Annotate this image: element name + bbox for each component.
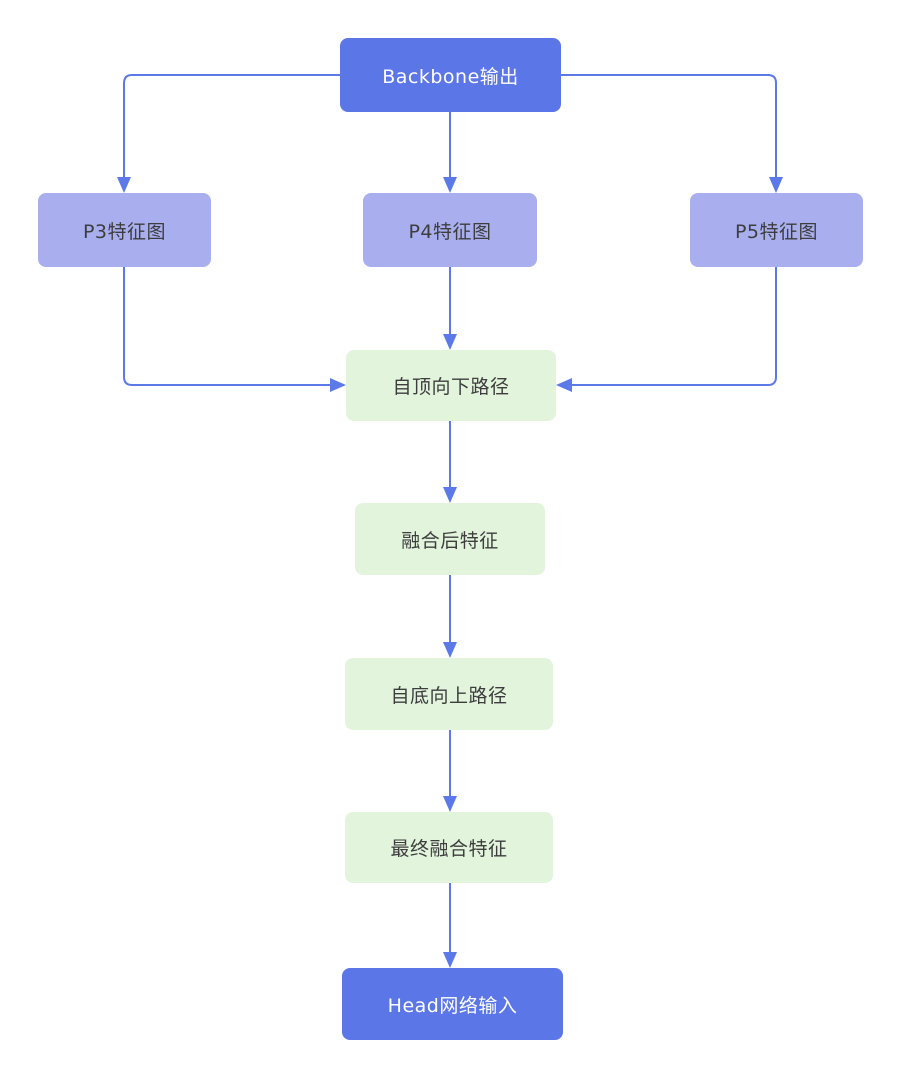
edge-backbone-output-to-p3-feature-map: [117, 74, 340, 193]
node-label: 自底向上路径: [390, 684, 508, 707]
node-head-network-input: Head网络输入: [342, 968, 563, 1040]
node-p4-feature-map: P4特征图: [363, 193, 537, 267]
node-backbone-output: Backbone输出: [340, 38, 561, 112]
node-label: P3特征图: [82, 220, 167, 243]
node-label: P5特征图: [734, 220, 819, 243]
node-p5-feature-map: P5特征图: [690, 193, 863, 267]
edge-p5-feature-map-to-top-down-path: [556, 267, 777, 392]
edge-p3-feature-map-to-top-down-path: [123, 267, 346, 392]
node-label: 融合后特征: [401, 529, 499, 552]
node-bottom-up-path: 自底向上路径: [345, 658, 553, 730]
node-label: 自顶向下路径: [392, 376, 510, 398]
node-top-down-path: 自顶向下路径: [346, 350, 556, 421]
node-label: 最终融合特征: [390, 838, 508, 860]
node-label: Head网络输入: [387, 994, 518, 1017]
node-label: P4特征图: [408, 220, 492, 243]
edge-backbone-output-to-p5-feature-map: [561, 74, 783, 193]
node-label: Backbone输出: [382, 65, 519, 88]
node-final-fused-feature: 最终融合特征: [345, 812, 553, 883]
node-fused-feature: 融合后特征: [355, 503, 545, 575]
node-p3-feature-map: P3特征图: [38, 193, 211, 267]
